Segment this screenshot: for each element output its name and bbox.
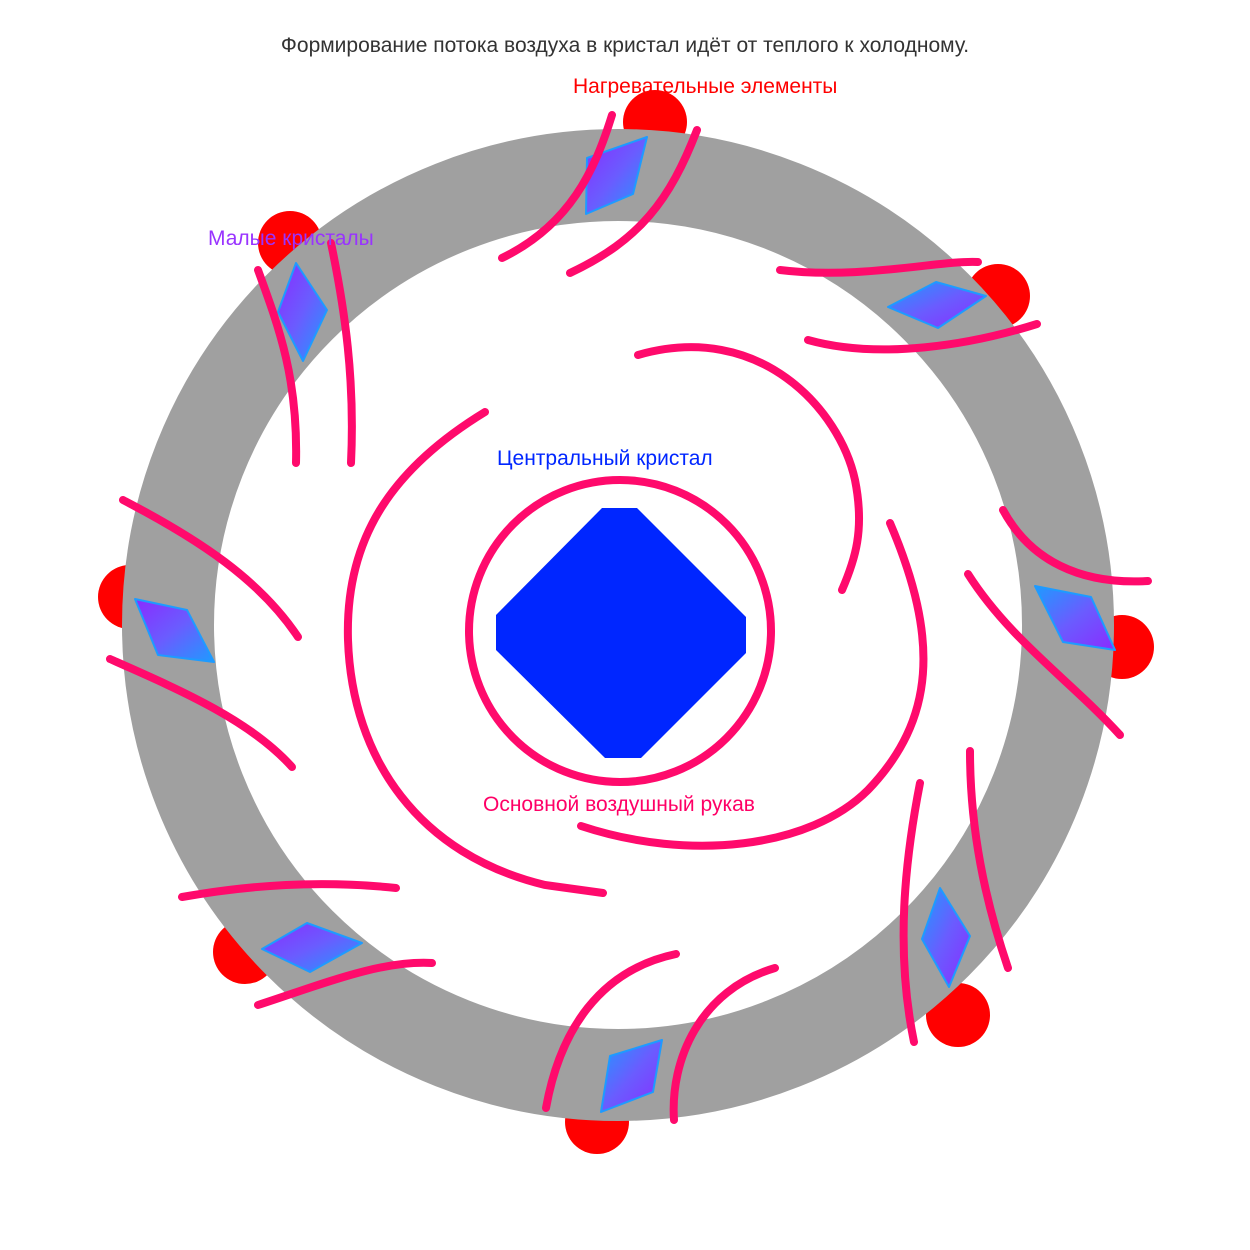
- flow-right-b: [964, 570, 1124, 739]
- crystal-flow-lines: [106, 111, 1152, 1124]
- small-crystal-left: [134, 598, 215, 663]
- flow-upper-right-a: [776, 257, 982, 277]
- small-crystals-label: Малые кристалы: [208, 227, 374, 250]
- flow-top-a: [498, 111, 616, 262]
- main-air-sleeve-label: Основной воздушный рукав: [483, 793, 755, 816]
- flow-right-a: [999, 506, 1152, 586]
- flow-left-a: [119, 496, 302, 641]
- flow-bottom-b: [669, 964, 779, 1124]
- diagram-title: Формирование потока воздуха в кристал ид…: [280, 34, 970, 57]
- flow-upper-left-a: [254, 266, 301, 467]
- small-crystal-upper-left: [277, 262, 328, 362]
- central-air-loop: [465, 476, 775, 786]
- small-crystal-right: [1034, 585, 1116, 651]
- small-crystal-upper-right: [887, 281, 987, 329]
- flow-left-b: [106, 655, 296, 771]
- central-crystal: [496, 508, 746, 758]
- flow-lower-right-b: [966, 747, 1012, 972]
- flow-top-b: [566, 126, 701, 277]
- small-crystal-lower-right: [921, 887, 971, 988]
- small-crystal-bottom: [600, 1039, 663, 1113]
- heaters-label: Нагревательные элементы: [573, 75, 838, 98]
- flow-lower-right-a: [899, 779, 924, 1046]
- central-crystal-label: Центральный кристал: [497, 447, 713, 470]
- sleeve-arc-left: [343, 408, 607, 897]
- main-air-sleeve: [343, 343, 928, 897]
- flow-upper-right-b: [804, 320, 1041, 354]
- flow-lower-left-b: [254, 958, 436, 1009]
- flow-bottom-a: [542, 950, 680, 1112]
- sleeve-arc-upper: [634, 343, 864, 594]
- sleeve-arc-right: [577, 519, 928, 850]
- flow-lower-left-a: [178, 880, 400, 901]
- small-crystals: [134, 136, 1116, 1113]
- flow-upper-left-b: [327, 239, 356, 467]
- small-crystal-lower-left: [261, 922, 363, 973]
